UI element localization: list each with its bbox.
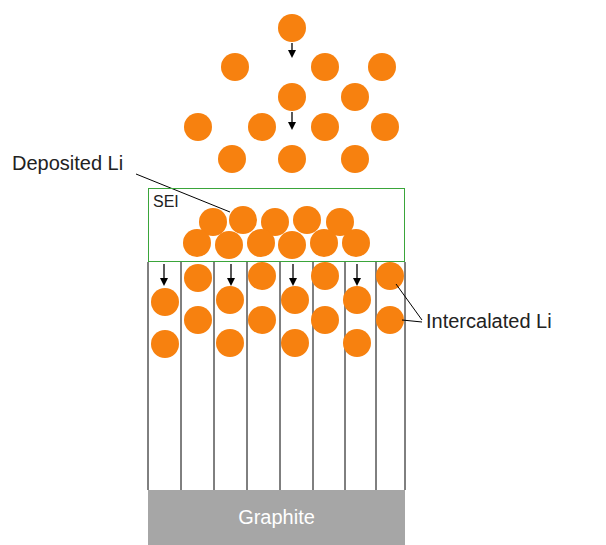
graphite-layer	[376, 262, 377, 490]
flow-arrow	[291, 112, 292, 128]
lithium-atom	[216, 286, 244, 314]
lithium-atom	[248, 306, 276, 334]
lithium-atom	[221, 53, 249, 81]
lithium-atom	[281, 329, 309, 357]
lithium-atom	[368, 53, 396, 81]
graphite-layer	[313, 262, 314, 490]
node-label: Graphite	[238, 506, 315, 529]
lithium-atom	[311, 113, 339, 141]
sei-layer: SEI	[148, 188, 405, 262]
graphite-layer	[148, 262, 149, 490]
lithium-atom	[376, 306, 404, 334]
lithium-atom	[343, 329, 371, 357]
flow-arrow	[356, 264, 357, 284]
graphite-block: Graphite	[148, 490, 405, 545]
lithium-atom	[183, 229, 211, 257]
lithium-atom	[278, 145, 306, 173]
graphite-layer	[181, 262, 182, 490]
lithium-atom	[311, 262, 339, 290]
lithium-atom	[341, 145, 369, 173]
lithium-atom	[376, 262, 404, 290]
leader-line	[136, 174, 230, 212]
lithium-atom	[278, 231, 306, 259]
leader-line	[402, 320, 422, 322]
lithium-atom	[310, 229, 338, 257]
lithium-atom	[218, 145, 246, 173]
lithium-atom	[248, 113, 276, 141]
lithium-atom	[184, 113, 212, 141]
callout-label: Intercalated Li	[426, 310, 552, 333]
lithium-atom	[184, 306, 212, 334]
lithium-atom	[216, 329, 244, 357]
lithium-atom	[341, 83, 369, 111]
lithium-atom	[215, 231, 243, 259]
flow-arrow	[291, 43, 292, 56]
lithium-atom	[278, 83, 306, 111]
lithium-atom	[342, 229, 370, 257]
lithium-atom	[248, 262, 276, 290]
lithium-atom	[281, 286, 309, 314]
lithium-atom	[247, 229, 275, 257]
node-label: SEI	[153, 193, 179, 211]
graphite-layer	[247, 262, 248, 490]
graphite-layer	[214, 262, 215, 490]
flow-arrow	[292, 264, 293, 284]
lithium-atom	[151, 330, 179, 358]
lithium-atom	[311, 306, 339, 334]
lithium-atom	[229, 206, 257, 234]
lithium-atom	[184, 264, 212, 292]
lithium-atom	[293, 206, 321, 234]
lithium-atom	[311, 53, 339, 81]
flow-arrow	[163, 264, 164, 284]
graphite-layer	[280, 262, 281, 490]
flow-arrows	[164, 43, 357, 284]
lithium-atom	[278, 14, 306, 42]
lithium-atom	[371, 113, 399, 141]
lithium-atom	[151, 288, 179, 316]
leader-line	[396, 284, 422, 320]
callout-label: Deposited Li	[12, 152, 123, 175]
flow-arrow	[230, 264, 231, 284]
graphite-layers	[148, 262, 405, 490]
lithium-atoms	[151, 14, 404, 358]
lithium-atom	[343, 286, 371, 314]
